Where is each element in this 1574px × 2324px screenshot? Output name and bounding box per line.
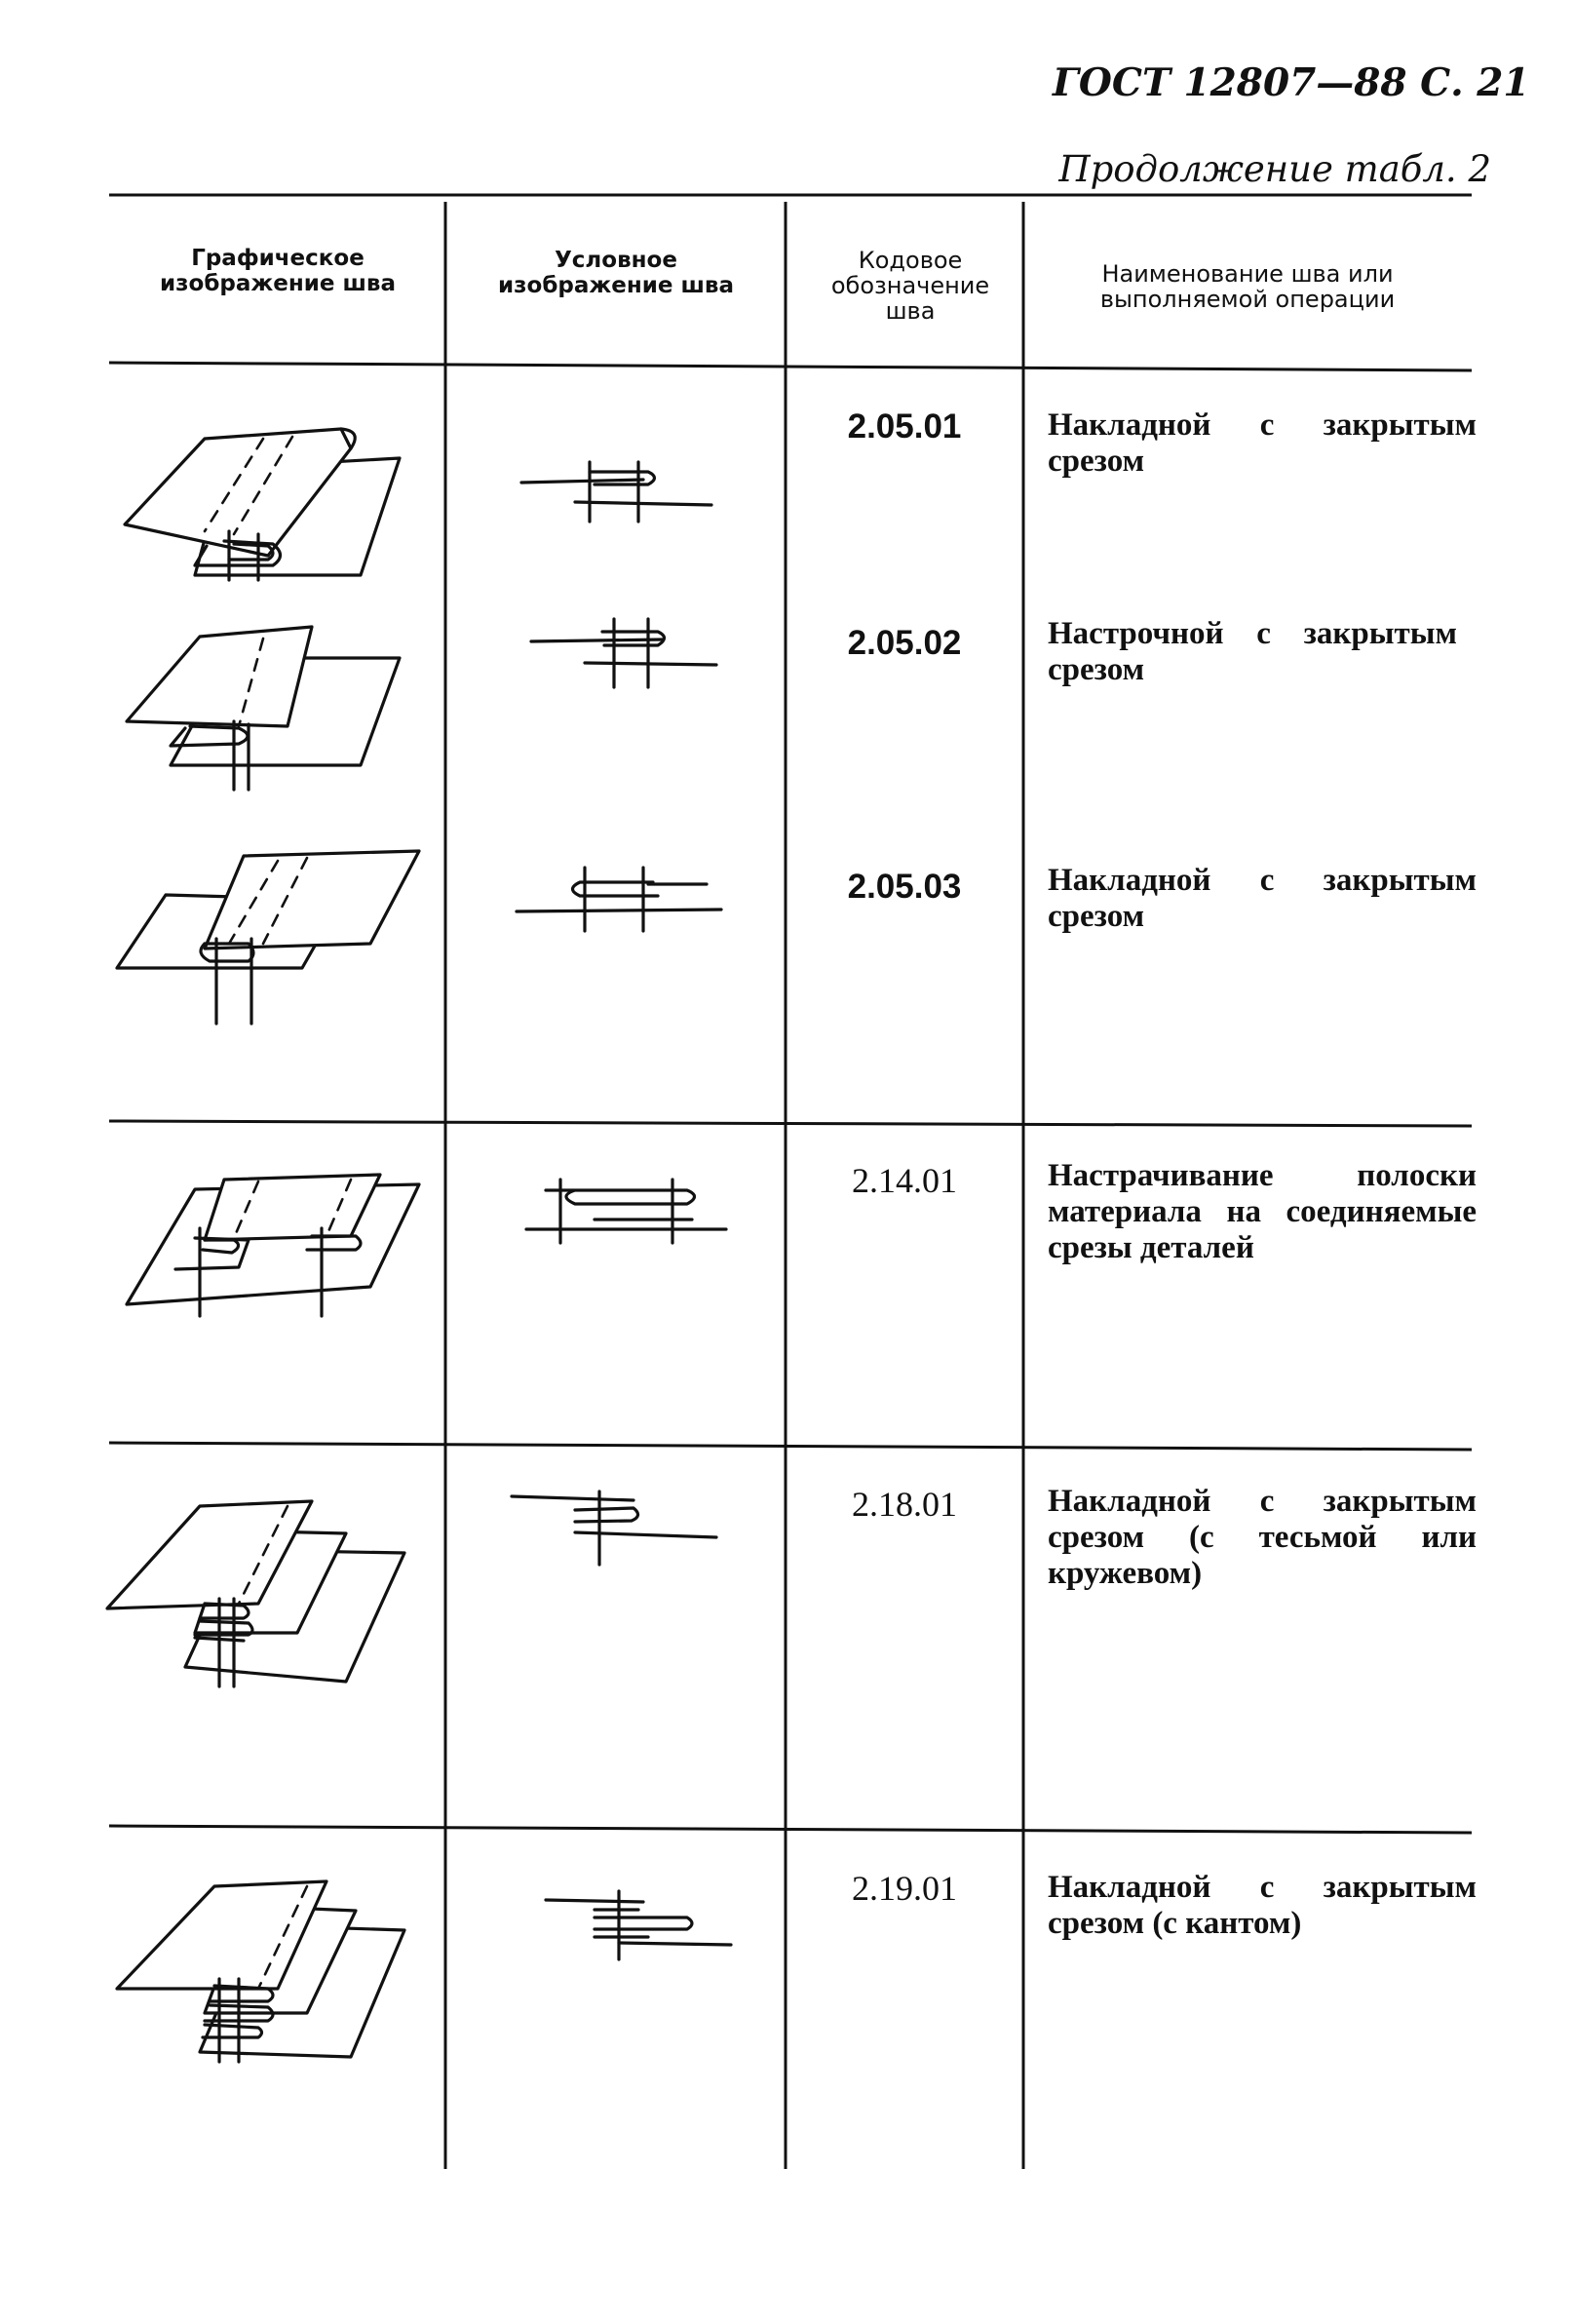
overlap-seam-with-tape-icon [105, 1499, 406, 1688]
seam-name: Накладной с закрытым срезом (с тесьмой и… [1048, 1484, 1477, 1591]
column-header-name: Наименование шва или выполняемой операци… [1099, 260, 1396, 313]
column-header-code: Кодовое обозначение шва [830, 247, 990, 325]
seam-code: 2.14.01 [852, 1161, 957, 1200]
column-header-graphic: Графическое изображение шва [160, 246, 396, 296]
seam-symbol-icon [519, 460, 713, 523]
seam-symbol-icon [510, 1490, 718, 1567]
overlap-seam-with-piping-icon [115, 1879, 406, 2064]
seam-name: Накладной с закрытым срезом [1048, 407, 1477, 479]
seam-symbol-icon [515, 866, 723, 933]
topstitched-seam-closed-edge-icon [125, 625, 402, 792]
column-header-symbol: Условное изображение шва [498, 248, 734, 298]
seam-name: Накладной с закрытым срезом (с кантом) [1048, 1870, 1477, 1941]
seam-symbol-icon [529, 617, 718, 689]
seam-code: 2.05.01 [847, 407, 962, 445]
overlap-seam-closed-edge-icon [123, 427, 402, 582]
seam-symbol-icon [544, 1889, 733, 1961]
overlap-seam-closed-edge-icon [115, 849, 421, 1026]
seam-code: 2.05.02 [847, 624, 962, 662]
seam-name: Настрачивание полоски материала на соеди… [1048, 1158, 1477, 1265]
seam-code: 2.18.01 [852, 1485, 957, 1524]
seam-name: Накладной с закрытым срезом [1048, 863, 1477, 934]
table-continuation-label: Продолжение табл. 2 [1058, 148, 1491, 190]
seam-code: 2.19.01 [852, 1869, 957, 1908]
seam-code: 2.05.03 [847, 868, 962, 906]
seam-symbol-icon [524, 1178, 728, 1245]
page-header: ГОСТ 12807—88 С. 21 [1053, 60, 1530, 105]
seam-name: Настрочной с закрытым срезом [1048, 616, 1457, 687]
strip-stitching-icon [125, 1173, 421, 1318]
